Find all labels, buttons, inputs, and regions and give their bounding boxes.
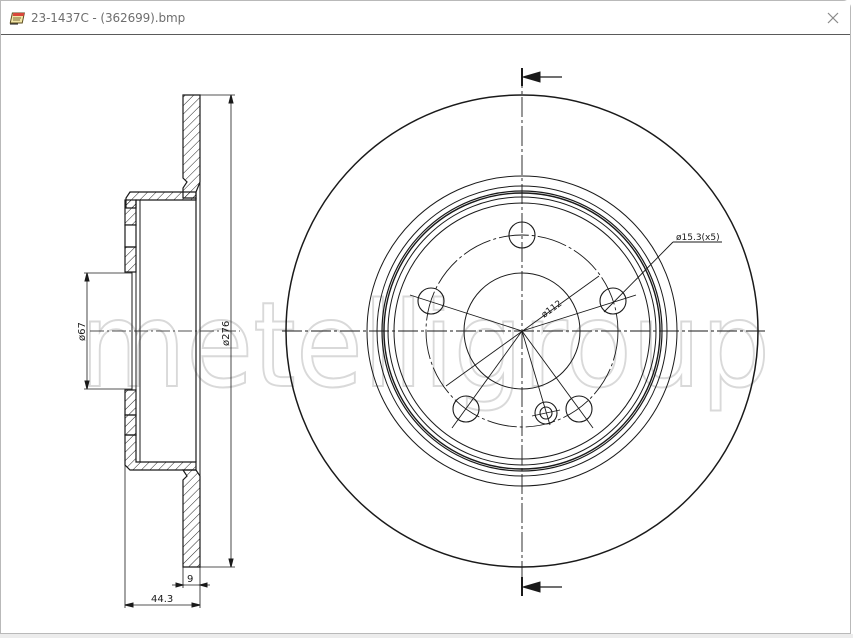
side-section-view bbox=[84, 94, 240, 608]
close-icon bbox=[827, 12, 839, 24]
window-title: 23-1437C - (362699).bmp bbox=[31, 10, 186, 25]
close-button[interactable] bbox=[822, 7, 844, 29]
bolt-holes bbox=[417, 221, 627, 425]
image-file-icon bbox=[9, 12, 25, 25]
bottom-edge bbox=[0, 634, 853, 638]
front-view bbox=[282, 68, 765, 596]
dim-hub-bore: ø67 bbox=[77, 322, 88, 341]
brake-disc-drawing: metelligroup bbox=[77, 68, 771, 608]
title-bar[interactable]: 23-1437C - (362699).bmp bbox=[1, 1, 850, 34]
side-view-dimensions: ø67 ø276 9 44.3 bbox=[77, 321, 232, 605]
dim-total-height: 44.3 bbox=[151, 594, 173, 605]
dim-thickness: 9 bbox=[187, 574, 193, 585]
drawing-canvas: metelligroup bbox=[1, 35, 850, 632]
dim-outer-diameter: ø276 bbox=[221, 321, 232, 346]
dim-bolt-holes: ø15.3(x5) bbox=[676, 233, 720, 243]
